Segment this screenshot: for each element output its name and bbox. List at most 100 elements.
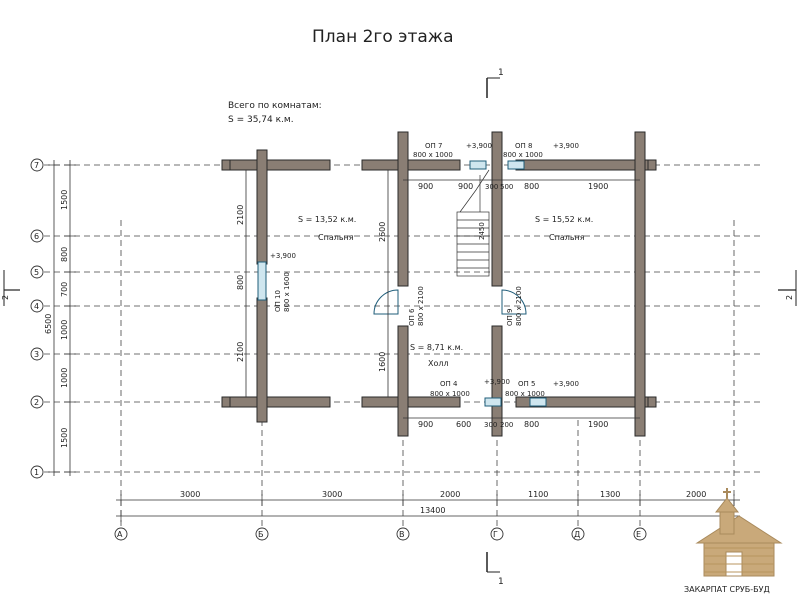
section-mark-left-label: 2	[1, 295, 10, 300]
interior-vertical-dims: 2100 800 2100 2600 1600	[236, 170, 389, 397]
col-axis-d: Д	[574, 530, 580, 539]
row-axis-4: 4	[34, 302, 39, 311]
svg-text:ОП 8: ОП 8	[515, 142, 532, 150]
svg-text:+3,900: +3,900	[553, 380, 579, 388]
row-axis-5: 5	[34, 268, 39, 277]
svg-text:900: 900	[418, 182, 433, 191]
row-axis-7: 7	[34, 161, 39, 170]
svg-text:800: 800	[236, 275, 245, 290]
svg-text:500: 500	[500, 183, 513, 191]
svg-text:1600: 1600	[378, 352, 387, 372]
svg-text:2600: 2600	[378, 222, 387, 242]
bottom-dim-5: 1300	[600, 490, 620, 499]
window-op5: ОП 5 800 x 1000 +3,900	[505, 380, 579, 398]
svg-text:ОП 9: ОП 9	[506, 309, 514, 326]
room-name: Спальня	[549, 233, 585, 242]
bottom-dim-2: 3000	[322, 490, 342, 499]
section-mark-bottom: 1	[486, 552, 504, 587]
bottom-dim-1: 3000	[180, 490, 200, 499]
room-name: Холл	[428, 359, 449, 368]
svg-text:300: 300	[484, 421, 497, 429]
walls	[221, 131, 657, 437]
svg-text:ОП 5: ОП 5	[518, 380, 535, 388]
window-op10: +3,900 ОП 10 800 x 1600	[270, 252, 296, 312]
svg-text:2100: 2100	[236, 342, 245, 362]
row-axis-1: 1	[34, 468, 39, 477]
bottom-dim-3: 2000	[440, 490, 460, 499]
svg-text:900: 900	[418, 420, 433, 429]
svg-text:600: 600	[456, 420, 471, 429]
svg-text:ОП 10: ОП 10	[274, 290, 282, 312]
svg-text:900: 900	[458, 182, 473, 191]
bottom-dimension-chain: 3000 3000 2000 1100 1300 2000 13400	[116, 490, 740, 522]
col-axis-v: В	[399, 530, 405, 539]
column-axis-lines	[120, 220, 735, 528]
svg-text:+3,900: +3,900	[484, 378, 510, 386]
svg-text:1900: 1900	[588, 182, 608, 191]
room-name: Спальня	[318, 233, 354, 242]
section-mark-left: 2	[1, 270, 20, 306]
window-op8: ОП 8 800 x 1000 +3,900	[503, 142, 579, 159]
room-bedroom-left: S = 13,52 к.м. Спальня	[298, 215, 356, 242]
svg-text:1900: 1900	[588, 420, 608, 429]
svg-text:ОП 4: ОП 4	[440, 380, 458, 388]
left-dim-6: 1500	[60, 428, 69, 448]
col-axis-g: Г	[493, 530, 498, 539]
bottom-dim-4: 1100	[528, 490, 548, 499]
svg-text:+3,900: +3,900	[270, 252, 296, 260]
church-icon: ЗАКАРПАТ СРУБ-БУД	[684, 488, 783, 594]
row-axis-3: 3	[34, 350, 39, 359]
doors-geometry	[373, 289, 527, 315]
svg-text:800 x 2100: 800 x 2100	[417, 286, 425, 326]
svg-text:800: 800	[524, 420, 539, 429]
col-axis-a: А	[117, 530, 123, 539]
windows-geometry	[257, 160, 547, 407]
room-area: S = 15,52 к.м.	[535, 215, 593, 224]
left-dim-2: 800	[60, 247, 69, 262]
left-dim-1: 1500	[60, 190, 69, 210]
svg-text:800 x 1000: 800 x 1000	[413, 151, 453, 159]
row-axis-6: 6	[34, 232, 39, 241]
svg-text:800 x 1000: 800 x 1000	[505, 390, 545, 398]
svg-text:ОП 7: ОП 7	[425, 142, 442, 150]
section-mark-top-label: 1	[498, 68, 504, 78]
left-dim-5: 1000	[60, 368, 69, 388]
svg-text:800: 800	[524, 182, 539, 191]
total-area-value: S = 35,74 к.м.	[228, 115, 294, 125]
svg-text:800 x 1000: 800 x 1000	[430, 390, 470, 398]
door-op9: ОП 9 800 x 2100	[506, 286, 523, 326]
left-dimension-chain: 1500 800 700 1000 1000 1500 6500	[44, 160, 76, 476]
top-inner-dims: 900 900 300 500 800 1900	[403, 179, 640, 191]
svg-text:800 x 1600: 800 x 1600	[283, 272, 291, 312]
section-mark-top: 1	[486, 68, 504, 98]
svg-text:ОП 6: ОП 6	[408, 308, 416, 326]
svg-text:200: 200	[500, 421, 513, 429]
total-area-label: Всего по комнатам:	[228, 101, 322, 111]
window-op7: ОП 7 800 x 1000 +3,900	[413, 142, 492, 159]
svg-text:+3,900: +3,900	[466, 142, 492, 150]
plan-title: План 2го этажа	[312, 27, 454, 47]
svg-text:800 x 2100: 800 x 2100	[515, 286, 523, 326]
stair-dim: 2450	[478, 222, 486, 240]
row-axis-2: 2	[34, 398, 39, 407]
room-area: S = 8,71 к.м.	[410, 343, 463, 352]
section-mark-right-label: 2	[785, 295, 794, 300]
room-hall: S = 8,71 к.м. Холл	[410, 343, 463, 368]
col-axis-e: Е	[636, 530, 641, 539]
bottom-total-dim: 13400	[420, 506, 445, 515]
svg-text:+3,900: +3,900	[553, 142, 579, 150]
row-axis-bubbles: 7 6 5 4 3 2 1	[30, 158, 44, 479]
door-op6: ОП 6 800 x 2100	[408, 286, 425, 326]
window-op4: ОП 4 800 x 1000 +3,900	[430, 378, 510, 398]
left-total-dim: 6500	[44, 314, 53, 334]
company-logo: ЗАКАРПАТ СРУБ-БУД	[682, 488, 792, 598]
staircase	[456, 169, 490, 277]
col-axis-b: Б	[258, 530, 264, 539]
bottom-dim-6: 2000	[686, 490, 706, 499]
logo-text: ЗАКАРПАТ СРУБ-БУД	[684, 585, 770, 594]
svg-text:300: 300	[485, 183, 498, 191]
bottom-inner-dims: 900 600 300 200 800 1900	[403, 417, 640, 429]
room-bedroom-right: S = 15,52 к.м. Спальня	[535, 215, 593, 242]
